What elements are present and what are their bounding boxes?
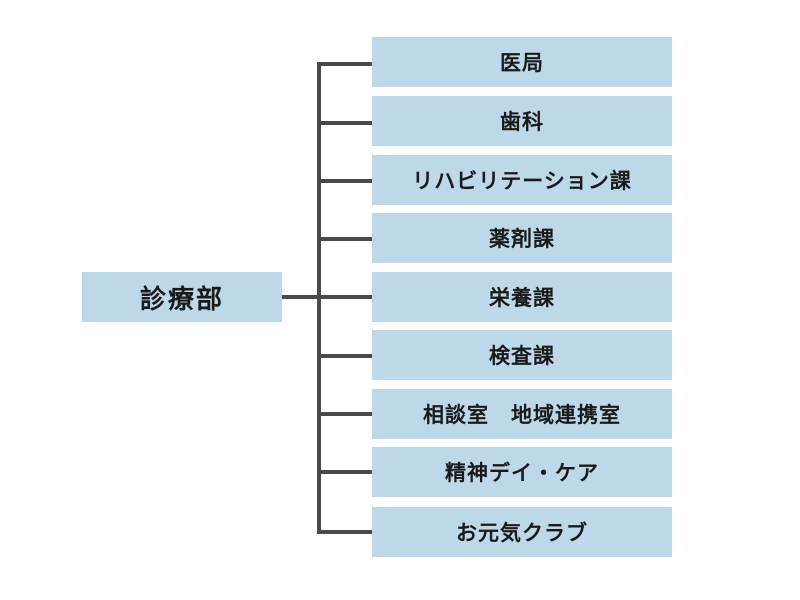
child-node: リハビリテーション課 — [372, 155, 672, 205]
child-node: 歯科 — [372, 96, 672, 146]
child-node-label: リハビリテーション課 — [412, 169, 632, 193]
root-node: 診療部 — [82, 272, 282, 322]
child-node: お元気クラブ — [372, 507, 672, 557]
child-node: 薬剤課 — [372, 213, 672, 263]
child-node: 医局 — [372, 37, 672, 87]
child-node-label: 栄養課 — [489, 286, 555, 310]
child-node-label: 検査課 — [489, 344, 555, 368]
child-node-label: 医局 — [500, 51, 544, 75]
root-node-label: 診療部 — [139, 284, 224, 315]
child-node: 検査課 — [372, 330, 672, 380]
child-node: 栄養課 — [372, 272, 672, 322]
child-node-label: 歯科 — [500, 110, 544, 134]
child-node-label: 薬剤課 — [489, 227, 555, 251]
child-node: 精神デイ・ケア — [372, 447, 672, 497]
child-node: 相談室 地域連携室 — [372, 389, 672, 439]
child-node-label: 相談室 地域連携室 — [423, 403, 621, 427]
child-node-label: お元気クラブ — [456, 521, 588, 545]
child-node-label: 精神デイ・ケア — [445, 461, 599, 485]
